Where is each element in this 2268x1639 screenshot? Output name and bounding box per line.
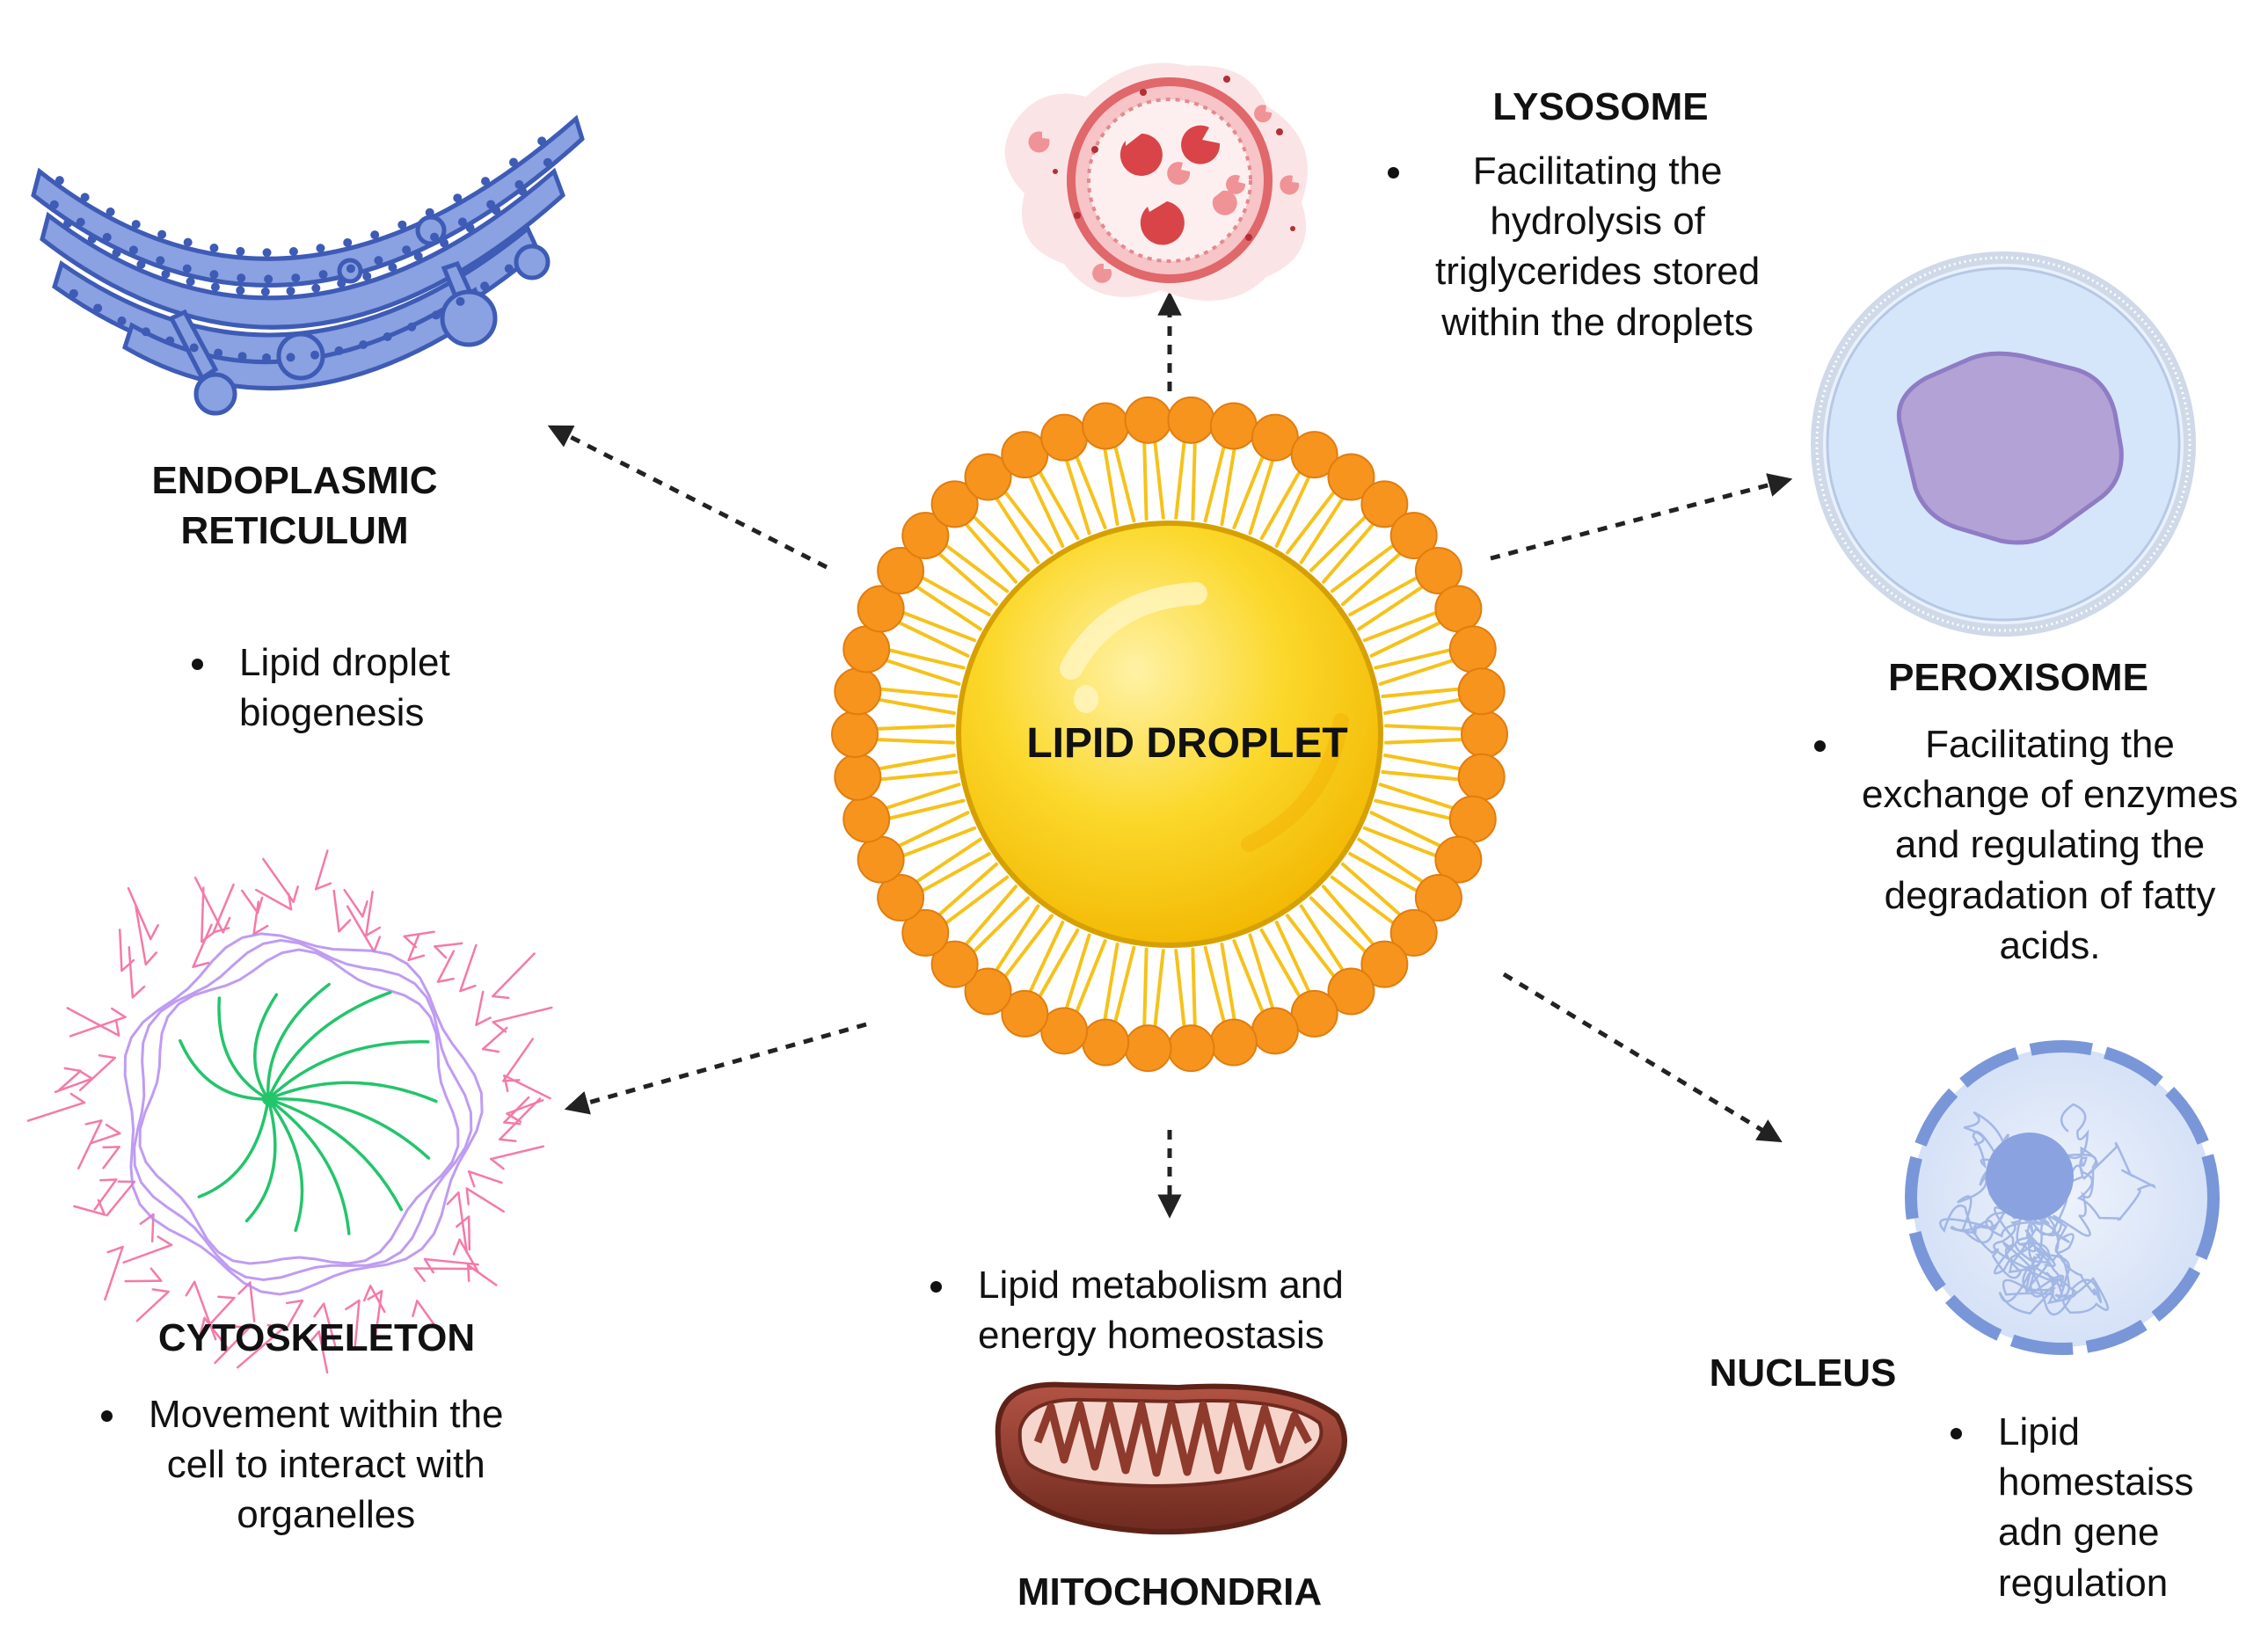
mitochondria-function: Lipid metabolism and energy homeostasis	[923, 1260, 1344, 1360]
arrow-to-peroxisome	[1490, 473, 1793, 561]
er-title: ENDOPLASMIC RETICULUM	[151, 459, 438, 553]
lysosome-illustration	[1004, 62, 1308, 302]
endoplasmic-reticulum-illustration	[31, 114, 585, 416]
nucleus-illustration	[1905, 1040, 2220, 1355]
mitochondria-function-text: Lipid metabolism and energy homeostasis	[923, 1260, 1344, 1360]
cytoskeleton-function-text: Movement within the cell to interact wit…	[94, 1389, 504, 1541]
lysosome-function-text: Facilitating the hydrolysis of triglycer…	[1381, 146, 1760, 347]
cytoskeleton-title: CYTOSKELETON	[157, 1316, 476, 1359]
lysosome-function: Facilitating the hydrolysis of triglycer…	[1381, 146, 1760, 347]
lipid-droplet-label: LIPID DROPLET	[1026, 720, 1348, 767]
cytoskeleton-illustration	[26, 849, 553, 1374]
nucleus-title: NUCLEUS	[1709, 1351, 1897, 1395]
connector-arrows	[547, 291, 1793, 1219]
nucleus-function: Lipid homestaiss adn gene regulation	[1943, 1407, 2194, 1608]
er-function: Lipid droplet biogenesis	[185, 637, 450, 738]
arrow-to-nucleus	[1502, 972, 1783, 1143]
peroxisome-function: Facilitating the exchange of enzymes and…	[1807, 719, 2238, 971]
peroxisome-function-text: Facilitating the exchange of enzymes and…	[1807, 719, 2238, 971]
cytoskeleton-function: Movement within the cell to interact wit…	[94, 1389, 504, 1541]
peroxisome-illustration	[1811, 251, 2196, 637]
arrow-to-er	[547, 425, 828, 570]
arrow-to-cytoskeleton	[564, 1022, 867, 1115]
lysosome-title: LYSOSOME	[1492, 85, 1709, 128]
mitochondria-illustration	[995, 1381, 1347, 1535]
lipid-droplet-illustration	[831, 396, 1508, 1073]
mitochondria-title: MITOCHONDRIA	[1017, 1570, 1323, 1614]
er-function-text: Lipid droplet biogenesis	[185, 637, 450, 738]
nucleus-function-text: Lipid homestaiss adn gene regulation	[1943, 1407, 2194, 1608]
lipid-droplet-core	[956, 521, 1383, 948]
peroxisome-title: PEROXISOME	[1888, 656, 2148, 699]
